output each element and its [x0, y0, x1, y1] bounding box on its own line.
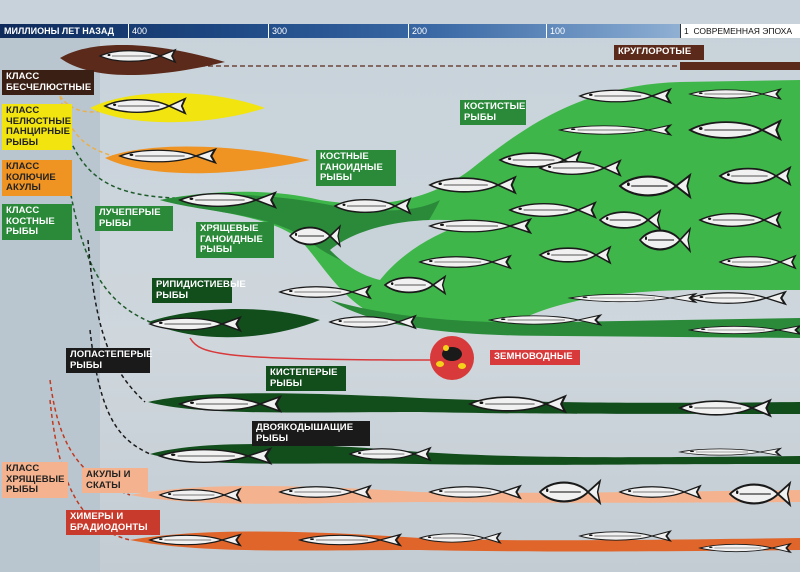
label-osteichthyes: КЛАСС КОСТНЫЕ РЫБЫ — [2, 204, 72, 240]
modern-label: СОВРЕМЕННАЯ ЭПОХА — [693, 26, 793, 36]
cyclostome-branch — [680, 62, 800, 70]
tick-200: 200 — [408, 24, 427, 38]
label-lobe-finned: ЛОПАСТЕПЕРЫЕ РЫБЫ — [66, 348, 153, 373]
label-lungfish: ДВОЯКОДЫШАЩИЕ РЫБЫ — [252, 421, 370, 446]
time-axis-bar — [0, 24, 800, 38]
label-chondrichthyes: КЛАСС ХРЯЩЕВЫЕ РЫБЫ — [2, 462, 68, 498]
label-ray-finned: ЛУЧЕПЕРЫЕ РЫБЫ — [95, 206, 173, 231]
bony-fish-trunk — [160, 80, 800, 328]
tick-400: 400 — [128, 24, 147, 38]
tick-300: 300 — [268, 24, 287, 38]
label-rhipidistians: РИПИДИСТИЕВЫЕ РЫБЫ — [152, 278, 246, 303]
gap-shape — [330, 219, 470, 280]
label-acanthodians: КЛАСС КОЛЮЧИЕ АКУЛЫ — [2, 160, 72, 196]
chondrostean-branch — [330, 300, 800, 338]
label-chondrosteans: ХРЯЩЕВЫЕ ГАНОИДНЫЕ РЫБЫ — [196, 222, 274, 258]
lungfish-band — [150, 444, 800, 465]
label-holosteans: КОСТНЫЕ ГАНОИДНЫЕ РЫБЫ — [316, 150, 396, 186]
modern-era-label: 1 СОВРЕМЕННАЯ ЭПОХА — [680, 24, 800, 38]
label-teleosts: КОСТИСТЫЕ РЫБЫ — [460, 100, 526, 125]
label-placoderms: КЛАСС ЧЕЛЮСТНЫЕ ПАНЦИРНЫЕ РЫБЫ — [2, 104, 72, 150]
label-agnatha: КЛАСС БЕСЧЕЛЮСТНЫЕ — [2, 70, 94, 95]
connector-dashes — [59, 95, 121, 159]
amphibian-line — [189, 337, 441, 361]
label-crossopterygians: КИСТЕПЕРЫЕ РЫБЫ — [266, 366, 346, 391]
label-cyclostomes: КРУГЛОРОТЫЕ — [614, 45, 704, 60]
axis-title: МИЛЛИОНЫ ЛЕТ НАЗАД — [4, 26, 115, 36]
tick-100: 100 — [546, 24, 565, 38]
label-sharks-rays: АКУЛЫ И СКАТЫ — [82, 468, 148, 493]
label-amphibians: ЗЕМНОВОДНЫЕ — [490, 350, 580, 365]
frog-icon — [436, 345, 466, 369]
label-chimaeras: ХИМЕРЫ И БРАДИОДОНТЫ — [66, 510, 160, 535]
modern-marker: 1 — [684, 26, 689, 36]
